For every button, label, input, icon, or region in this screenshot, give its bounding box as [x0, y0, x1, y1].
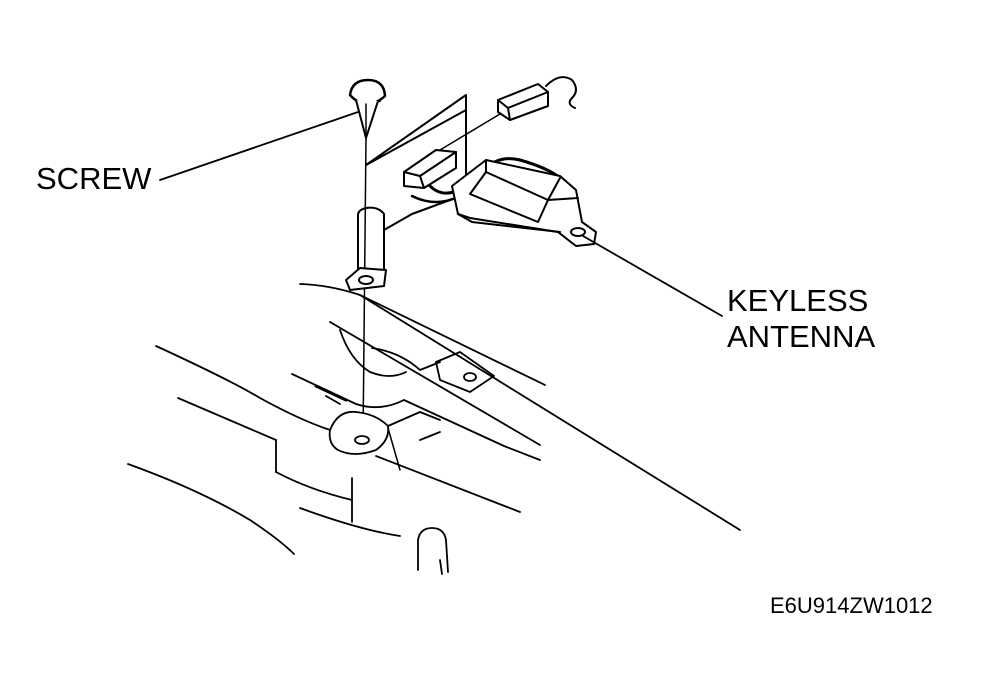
keyless-antenna-label: KEYLESS ANTENNA: [727, 283, 875, 355]
keyless-antenna-label-line2: ANTENNA: [727, 319, 876, 354]
screw-part: [348, 78, 387, 139]
antenna-leader-line: [582, 235, 723, 317]
keyless-antenna-part: [451, 159, 597, 247]
screw-label: SCREW: [36, 161, 152, 196]
figure-code: E6U914ZW1012: [770, 593, 933, 618]
keyless-antenna-label-line1: KEYLESS: [727, 283, 869, 318]
screw-leader-line: [159, 111, 359, 181]
vehicle-body-outline: [127, 283, 741, 575]
bracket-part: [345, 94, 467, 291]
